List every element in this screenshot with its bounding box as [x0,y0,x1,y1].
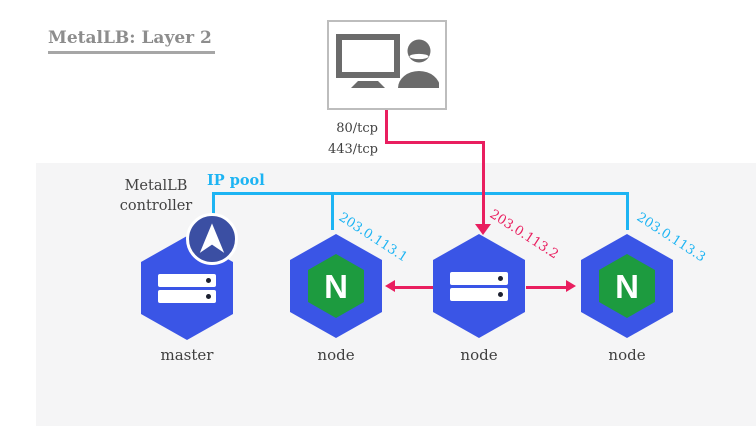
nginx-icon: N [308,254,364,318]
service-arrow-right-icon [566,280,576,292]
nginx-letter: N [324,267,348,305]
nginx-letter: N [615,267,639,305]
ip-pool-line-drop-master [212,192,215,218]
node-hexagon-node2 [433,234,525,338]
ip-pool-line-horizontal [212,192,629,195]
client-icon [336,34,439,88]
traffic-line-vertical-2 [482,141,485,225]
node-label-node3: node [608,346,646,364]
port-labels: 80/tcp 443/tcp [296,118,378,160]
service-arrow-right-line [526,286,566,289]
node-label-node1: node [317,346,355,364]
port-443-label: 443/tcp [327,142,378,157]
ip-pool-line-drop-node3 [626,192,629,230]
client-box [327,20,447,110]
server-icon [158,273,216,303]
server-icon [450,271,508,301]
metallb-controller-label: MetalLB controller [102,176,210,216]
traffic-line-horizontal [385,141,485,144]
node-label-node2: node [460,346,498,364]
monitor-icon [336,34,400,88]
nginx-icon: N [599,254,655,318]
page-title: MetalLB: Layer 2 [48,28,215,54]
traffic-line-vertical-1 [385,110,388,144]
ip-pool-label: IP pool [207,172,265,189]
metallb-controller-label-line1: MetalLB [124,178,188,194]
metallb-logo-icon [186,213,238,265]
ip-pool-line-drop-node1 [331,192,334,230]
node-hexagon-node1: N [290,234,382,338]
node-label-master: master [160,346,214,364]
service-arrow-left-line [394,286,434,289]
service-arrow-left-icon [385,280,395,292]
port-80-label: 80/tcp [336,121,378,136]
person-icon [398,39,439,88]
metallb-controller-label-line2: controller [119,198,193,214]
traffic-arrow-down-icon [475,224,491,235]
